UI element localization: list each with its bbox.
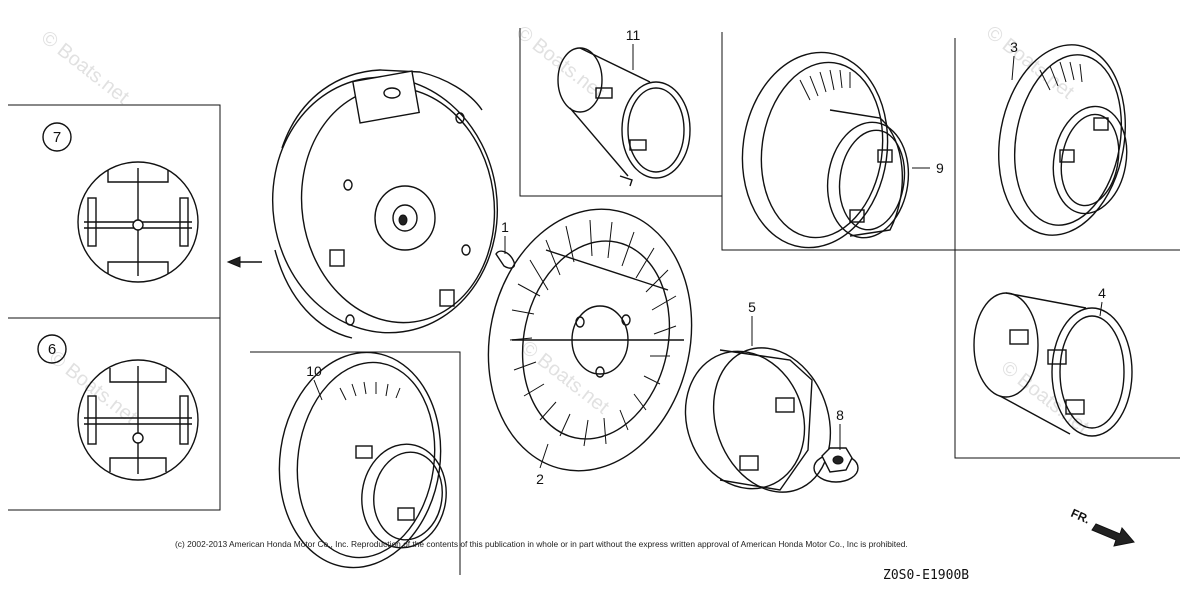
part-9-pulley-cup <box>741 51 910 249</box>
variant-6-starter-pulley <box>77 359 199 481</box>
label-1: 1 <box>501 219 509 235</box>
watermarks: © Boats.net © Boats.net © Boats.net © Bo… <box>37 22 1093 439</box>
watermark: © Boats.net <box>45 347 141 429</box>
front-direction-indicator: FR. <box>1069 506 1135 547</box>
frame-variant-6 <box>8 317 221 511</box>
label-8: 8 <box>836 407 844 423</box>
section-frames <box>8 28 1180 575</box>
label-10: 10 <box>306 363 322 379</box>
label-2: 2 <box>536 471 544 487</box>
label-7-text: 7 <box>53 129 61 146</box>
pulley-outer <box>77 161 199 283</box>
variant-7-starter-pulley <box>77 161 199 283</box>
flywheel <box>271 69 499 339</box>
label-6-text: 6 <box>48 341 56 358</box>
arrow-to-variants <box>226 256 262 268</box>
label-3: 3 <box>1010 39 1018 55</box>
direction-label: FR. <box>1069 506 1092 527</box>
cooling-fan <box>487 208 693 472</box>
part-8-flange-nut <box>813 447 859 483</box>
watermark: © Boats.net <box>512 22 608 104</box>
part-11-sleeve <box>557 47 691 187</box>
label-11: 11 <box>626 27 641 43</box>
part-10-pulley-cup <box>278 351 447 569</box>
callouts: 11 1 9 3 4 5 8 2 10 <box>306 27 1106 487</box>
watermark: © Boats.net <box>37 27 133 109</box>
pulley-outer <box>77 359 199 481</box>
part-4-ratchet-cup <box>973 292 1133 437</box>
label-9: 9 <box>936 160 944 176</box>
watermark: © Boats.net <box>517 337 613 419</box>
label-4: 4 <box>1098 285 1106 301</box>
label-7: 7 <box>42 122 72 152</box>
part-5-starter-cup <box>684 347 832 493</box>
frame-part-9 <box>721 32 955 251</box>
frame-part-3 <box>954 38 1180 459</box>
label-5: 5 <box>748 299 756 315</box>
watermark: © Boats.net <box>997 357 1093 439</box>
diagram-code: Z0S0-E1900B <box>883 568 969 583</box>
frame-part-10 <box>250 351 461 575</box>
label-6: 6 <box>37 334 67 364</box>
direction-arrow-icon <box>1091 523 1135 547</box>
woodruff-key <box>495 250 516 269</box>
copyright-text: (c) 2002-2013 American Honda Motor Co., … <box>175 539 908 549</box>
part-3-starter-pulley <box>998 44 1128 236</box>
frame-part-11 <box>519 28 722 197</box>
